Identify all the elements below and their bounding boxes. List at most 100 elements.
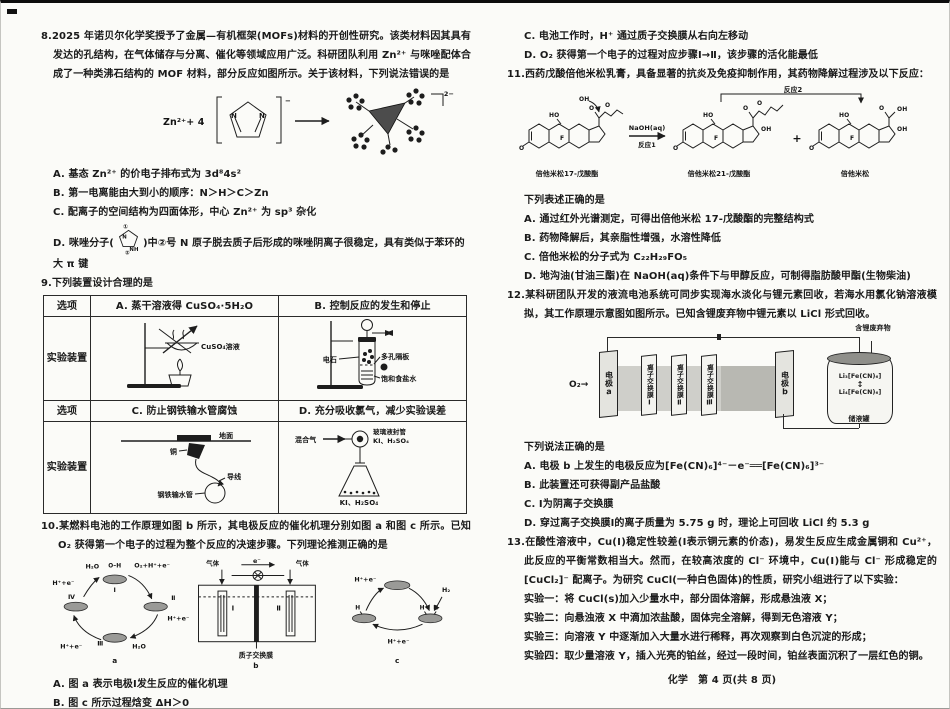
q9-option-a-header: A. 蒸干溶液得 CuSO₄·5H₂O	[90, 295, 279, 317]
q12-tank-label: 储液罐	[848, 415, 870, 423]
q11-name-2: 倍他米松21-戊酸酯	[688, 169, 751, 178]
q10b-electrode1-label: Ⅰ	[232, 605, 235, 613]
q11-m3-c17-oh: OH	[897, 126, 907, 133]
q9-row-header-device-2: 实验装置	[43, 421, 91, 514]
q9-device-c-copper-label: 铜	[170, 447, 177, 456]
q10b-caption: b	[253, 661, 258, 668]
q10-option-a: A. 图 a 表示电极Ⅰ发生反应的催化机理	[53, 679, 228, 690]
q12-bottom-wire-stub-right	[859, 422, 860, 428]
q9-device-d-flask-label: KI、H₂SO₄	[340, 499, 379, 506]
q13-experiment-2: 实验二：向悬浊液 X 中滴加浓盐酸，固体完全溶解，得到无色溶液 Y；	[524, 613, 843, 624]
q9-device-d-sealtube-label: 玻璃液封管	[373, 427, 406, 436]
q12-bottom-wire	[783, 428, 859, 429]
q9-device-c-figure: 地面 铜 导线 钢铁输水管	[121, 431, 251, 504]
q8-option-b: B. 第一电离能由大到小的顺序：N＞H＞C＞Zn	[53, 188, 269, 199]
q8-option-a: A. 基态 Zn²⁺ 的价电子排布式为 3d⁸4s²	[53, 169, 242, 180]
q11-molecule-2: O HO F OH O O 倍他米松21-戊酸酯	[673, 100, 784, 178]
q9-device-b-plate-label: 多孔隔板	[381, 352, 410, 361]
q11-lead: 下列表述正确的是	[524, 195, 605, 206]
q12-option-c: C. Ⅰ为阴离子交换膜	[524, 499, 614, 510]
q12-top-wire	[607, 337, 859, 338]
q9-device-d-cell: 混合气 玻璃液封管 KI、H₂SO₄ KI、H₂SO₄	[278, 421, 467, 514]
q12-bottom-wire-stub-left	[783, 414, 784, 428]
q10-figure-a: O–H Ⅰ Ⅱ Ⅲ Ⅳ H₂O H⁺+e⁻ O₂+H⁺+e⁻ H⁺+e⁻ H₂O…	[52, 563, 189, 665]
q11-option-a: A. 通过红外光谱测定，可得出倍他米松 17-戊酸酯的完整结构式	[524, 214, 814, 225]
q9-device-d-gas-label: 混合气	[295, 435, 316, 444]
q9-row-header-device-1: 实验装置	[43, 316, 91, 401]
q10b-gas-left-label: 气体	[205, 559, 219, 568]
q9-device-d-figure: 混合气 玻璃液封管 KI、H₂SO₄ KI、H₂SO₄	[295, 427, 409, 507]
q11-m1-f: F	[560, 135, 564, 142]
q12-storage-tank: Li₃[Fe(CN)₆] ↕ Li₄[Fe(CN)₆]	[827, 356, 893, 424]
q11-m3-c21-oh: OH	[897, 106, 907, 113]
q11-m1-carbonyl-o: O	[589, 105, 594, 112]
q10a-h2o2-label: H₂O	[132, 644, 146, 651]
q9-device-c-cell: 地面 铜 导线 钢铁输水管	[90, 421, 279, 514]
q10b-membrane-label: 质子交换膜	[239, 650, 274, 659]
scan-artifact-mark	[7, 9, 17, 14]
q8-ring-circle1: ①	[123, 224, 128, 231]
q12-top-wire-stub-left	[607, 337, 608, 352]
q10-option-b: B. 图 c 所示过程焓变 ΔH＞0	[53, 698, 190, 709]
q10b-electrode2-label: Ⅱ	[276, 605, 281, 613]
q11-m2-ketone-o: O	[673, 145, 678, 152]
q9-option-b-header: B. 控制反应的发生和停止	[278, 295, 467, 317]
q9-device-table: 选项 A. 蒸干溶液得 CuSO₄·5H₂O B. 控制反应的发生和停止 实验装…	[43, 295, 467, 514]
page-3: 8.2025 年诺贝尔化学奖授予了金属—有机框架(MOFs)材料的开创性研究。该…	[41, 27, 471, 709]
q8-ring-n1-label: N	[122, 235, 127, 241]
q10a-roman4: Ⅳ	[68, 594, 75, 601]
q13-stem: 13.在酸性溶液中，Cu(Ⅰ)稳定性较差(Ⅰ表示铜元素的价态)，易发生反应生成金…	[507, 537, 937, 586]
q12-electrode-a: 电极a	[599, 350, 618, 418]
q11-reaction-scheme: O HO F O O OH 倍他米松17-戊酸酯 NaOH(aq) 反应1	[519, 85, 907, 178]
q12-o2-label: O₂→	[569, 380, 589, 390]
q9-device-a-solution-label: CuSO₄溶液	[201, 342, 241, 351]
q9-device-c-pipe-label: 钢铁输水管	[158, 490, 194, 499]
q12-option-b: B. 此装置还可获得副产品盐酸	[524, 480, 661, 491]
q11-rxn2-label: 反应2	[784, 85, 803, 94]
q10-option-c: C. 电池工作时，H⁺ 通过质子交换膜从右向左移动	[524, 31, 749, 42]
q13-experiment-1: 实验一：将 CuCl(s)加入少量水中，部分固体溶解，形成悬浊液 X；	[524, 594, 833, 605]
q8-fig-reactant-label: Zn²⁺+ 4	[163, 117, 205, 128]
q8-fig-product-charge: 2−	[444, 90, 454, 98]
q12-updown-arrow-icon: ↕	[856, 380, 864, 389]
q9-device-c-wire-label: 导线	[227, 472, 241, 481]
q8-fig-cluster: 2−	[346, 88, 454, 155]
q10a-hpe3-label: H⁺+e⁻	[60, 644, 82, 651]
q8-option-d-prefix: D. 咪唑分子(	[53, 238, 114, 249]
q8-option-c: C. 配离子的空间结构为四面体形，中心 Zn²⁺ 为 sp³ 杂化	[53, 207, 317, 218]
q9-device-b-brine-label: 饱和食盐水	[381, 374, 417, 383]
q9-device-d-sealliquid-label: KI、H₂SO₄	[373, 437, 409, 445]
q10a-hpe1-label: H⁺+e⁻	[52, 580, 74, 587]
q10c-h2-label: H₂	[442, 587, 450, 594]
page4-footer: 化学 第 4 页(共 8 页)	[667, 675, 777, 686]
q9-device-a-cell: CuSO₄溶液	[90, 316, 279, 401]
q10-option-d: D. O₂ 获得第一个电子的过程对应步骤Ⅰ→Ⅱ，该步骤的活化能最低	[524, 50, 818, 61]
q11-stem: 11.西药戊酸倍他米松乳膏，具备显著的抗炎及免疫抑制作用，其药物降解过程涉及以下…	[507, 69, 930, 80]
q11-m2-f: F	[714, 135, 718, 142]
q11-cond-naoh: NaOH(aq)	[629, 124, 666, 132]
q13-experiment-4: 实验四：取少量溶液 Y，插入光亮的铂丝，经过一段时间，铂丝表面沉积了一层红色的铜…	[524, 651, 929, 662]
q11-m2-c17-oh: OH	[761, 126, 771, 133]
q12-li3-label: Li₃[Fe(CN)₆]	[838, 373, 882, 380]
q11-m3-f: F	[850, 135, 854, 142]
q11-m2-carbonyl-o: O	[743, 105, 748, 112]
q10-stem: 10.某燃料电池的工作原理如图 b 所示，其电极反应的催化机理分别如图 a 和图…	[41, 521, 471, 551]
q10a-hpe2-label: H⁺+e⁻	[167, 615, 189, 622]
q10c-h2a-label: H	[420, 606, 425, 612]
q12-lead: 下列说法正确的是	[524, 442, 605, 453]
q12-tank-top	[827, 352, 891, 365]
q10a-ohtop-label: O–H	[108, 564, 121, 570]
q12-electrode-b: 电极b	[775, 350, 794, 418]
q10a-roman1: Ⅰ	[114, 587, 116, 594]
q11-m1-ketone-o: O	[519, 145, 524, 152]
q11-name-3: 倍他米松	[841, 169, 869, 178]
q8-stem: 8.2025 年诺贝尔化学奖授予了金属—有机框架(MOFs)材料的开创性研究。该…	[41, 31, 471, 80]
q9-device-b-carbide-label: 电石	[323, 355, 337, 364]
q12-option-a: A. 电极 b 上发生的电极反应为[Fe(CN)₆]⁴⁻－e⁻══[Fe(CN)…	[524, 461, 825, 472]
q10a-roman2: Ⅱ	[171, 595, 175, 602]
q12-waste-label: 含锂废弃物	[855, 324, 891, 332]
q11-name-1: 倍他米松17-戊酸酯	[536, 169, 599, 178]
q8-option-d-suffix: )中②号 N 原子脱去质子后形成的咪唑阴离子很稳定，具有类似于苯环的大 π 键	[53, 238, 465, 270]
q10c-hpe2-label: H⁺+e⁻	[387, 639, 409, 646]
